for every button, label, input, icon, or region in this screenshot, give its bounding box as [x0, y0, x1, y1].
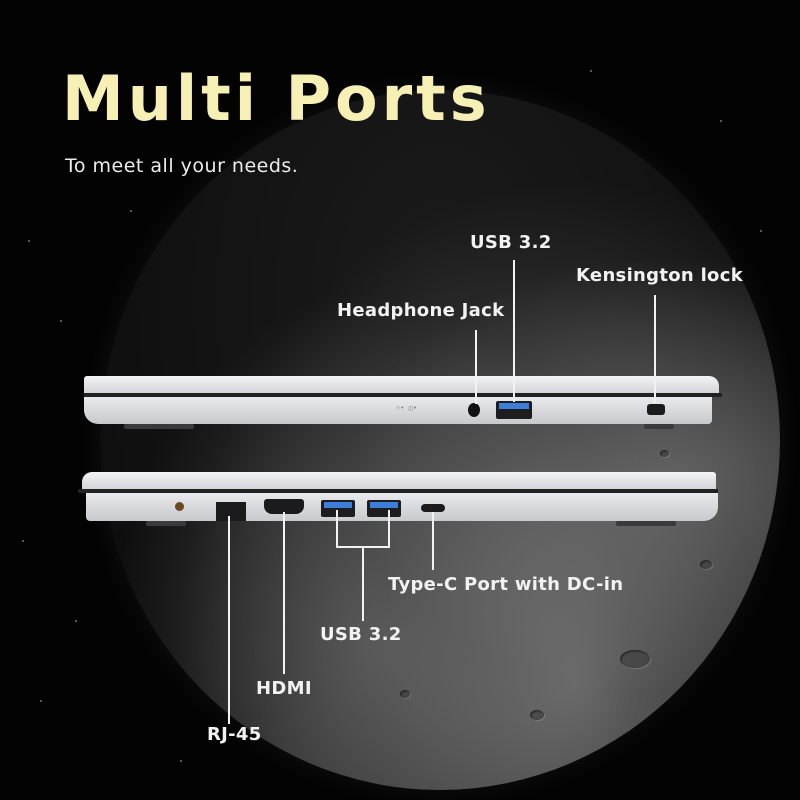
laptop-base [86, 493, 718, 521]
callout-line-usb-left-b [388, 510, 390, 548]
laptop-foot [124, 424, 194, 429]
star [75, 620, 77, 622]
moon-background [100, 90, 780, 790]
star [130, 210, 132, 212]
laptop-foot [616, 521, 676, 526]
star [760, 230, 762, 232]
label-usb-left: USB 3.2 [320, 624, 402, 645]
laptop-foot [644, 424, 674, 429]
label-kensington-lock: Kensington lock [576, 265, 743, 286]
star [40, 700, 42, 702]
callout-line-rj45 [228, 516, 230, 724]
laptop-left-side-view [76, 472, 721, 532]
star [28, 240, 30, 242]
type-c-port [421, 504, 445, 512]
label-rj45: RJ-45 [207, 724, 262, 745]
crater [400, 690, 410, 698]
label-usb-right: USB 3.2 [470, 232, 552, 253]
label-headphone-jack: Headphone Jack [337, 300, 505, 321]
status-led-icons: ☼• ◫• [396, 404, 418, 412]
kensington-lock-slot [647, 404, 665, 415]
star [22, 540, 24, 542]
usb-port-left-2 [367, 500, 401, 517]
laptop-right-side-view: ☼• ◫• [84, 376, 729, 436]
laptop-base [84, 397, 712, 424]
page-title: Multi Ports [62, 62, 491, 135]
headphone-jack-port [468, 403, 480, 417]
hdmi-port [264, 499, 304, 514]
usb-port-left-1 [321, 500, 355, 517]
laptop-hinge-gap [78, 489, 718, 493]
crater [530, 710, 544, 720]
usb-port-right [496, 401, 532, 419]
rj45-port [216, 502, 246, 521]
crater [700, 560, 712, 569]
dc-jack-port [175, 502, 184, 511]
crater [660, 450, 669, 457]
page-subtitle: To meet all your needs. [65, 155, 299, 177]
callout-line-usb-left-a [336, 510, 338, 548]
laptop-foot [146, 521, 186, 526]
label-hdmi: HDMI [256, 678, 312, 699]
star [720, 120, 722, 122]
callout-line-headphone [475, 330, 477, 404]
callout-line-hdmi [283, 512, 285, 674]
star [590, 70, 592, 72]
crater [620, 650, 650, 668]
star [180, 760, 182, 762]
callout-line-usb-left [362, 546, 364, 621]
star [60, 320, 62, 322]
callout-line-typec [432, 512, 434, 570]
callout-line-usb-right [513, 260, 515, 402]
label-type-c-port: Type-C Port with DC-in [388, 574, 624, 595]
laptop-hinge-gap [84, 393, 722, 397]
laptop-lid [84, 376, 719, 393]
callout-line-kensington [654, 295, 656, 403]
laptop-lid [82, 472, 716, 489]
